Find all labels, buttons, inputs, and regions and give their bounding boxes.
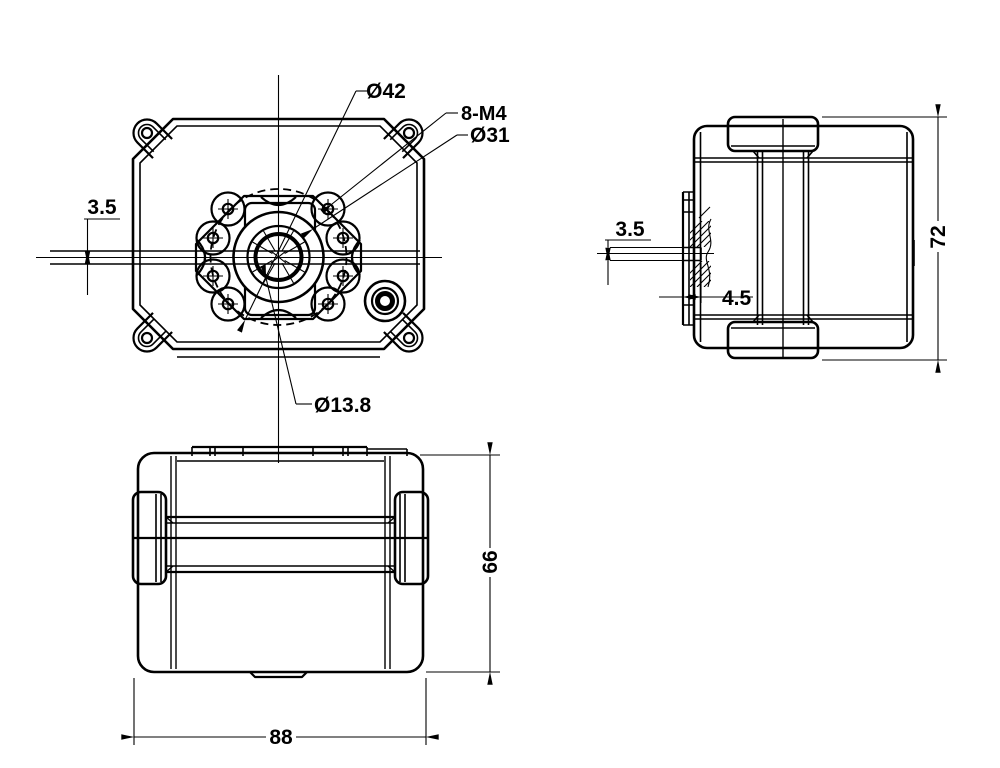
cable-gland bbox=[363, 279, 407, 323]
bottom-view: 66 88 bbox=[121, 442, 502, 749]
shaft-flange-section bbox=[681, 191, 712, 326]
bottom-clamp-band bbox=[165, 515, 396, 574]
mounting-ear-bottom-left bbox=[126, 311, 174, 359]
dim-side-flange-thickness-label: 4.5 bbox=[722, 287, 752, 310]
hatch-bottom bbox=[690, 261, 711, 287]
dim-side-slot-width-label: 3.5 bbox=[615, 218, 645, 241]
side-view: 3.5 4.5 72 bbox=[597, 104, 950, 373]
bottom-body-outline bbox=[136, 451, 425, 674]
leader-shaft: Ø13.8 bbox=[260, 265, 372, 417]
screw-hole bbox=[203, 228, 223, 248]
leader-screws: 8-M4 bbox=[320, 103, 507, 215]
hatch-top bbox=[690, 221, 711, 247]
bottom-notch bbox=[249, 671, 308, 679]
slot-edge-lines bbox=[50, 250, 420, 265]
leader-pilot: Ø31 bbox=[300, 124, 510, 239]
clamp-tab-top bbox=[726, 115, 820, 153]
screw-hole bbox=[218, 294, 238, 314]
dim-shaft-label: Ø13.8 bbox=[314, 394, 372, 417]
mounting-ear-top-left bbox=[126, 112, 174, 160]
screw-hole bbox=[218, 199, 238, 219]
terminal-strip bbox=[191, 445, 408, 456]
side-body-outline bbox=[692, 124, 915, 350]
dim-side-height: 72 bbox=[822, 104, 950, 373]
clamp-band bbox=[726, 115, 820, 360]
dim-bottom-width-label: 88 bbox=[269, 726, 293, 749]
dim-bottom-depth: 66 bbox=[420, 442, 502, 685]
dim-bolt-circle-label: Ø42 bbox=[366, 80, 406, 103]
front-view: 3.5 Ø42 8-M4 Ø31 Ø13.8 bbox=[36, 75, 510, 463]
bottom-clamp-left bbox=[131, 490, 168, 586]
screw-hole bbox=[318, 294, 338, 314]
dim-pilot-label: Ø31 bbox=[470, 124, 510, 147]
bottom-clamp-right bbox=[393, 490, 430, 586]
screw-hole bbox=[203, 266, 223, 286]
leader-bolt-circle: Ø42 bbox=[237, 80, 406, 333]
clamp-tab-bottom bbox=[726, 320, 820, 360]
dim-side-height-label: 72 bbox=[927, 225, 950, 248]
bottom-side-seams bbox=[170, 456, 391, 669]
dim-bottom-depth-label: 66 bbox=[479, 550, 502, 573]
dim-side-slot-width: 3.5 bbox=[605, 218, 683, 285]
dim-front-slot-offset-label: 3.5 bbox=[87, 196, 117, 219]
dim-side-flange-thickness: 4.5 bbox=[659, 263, 753, 310]
dim-front-slot-offset: 3.5 bbox=[84, 196, 120, 295]
dim-screws-label: 8-M4 bbox=[461, 103, 507, 125]
dim-bottom-width: 88 bbox=[121, 678, 439, 749]
